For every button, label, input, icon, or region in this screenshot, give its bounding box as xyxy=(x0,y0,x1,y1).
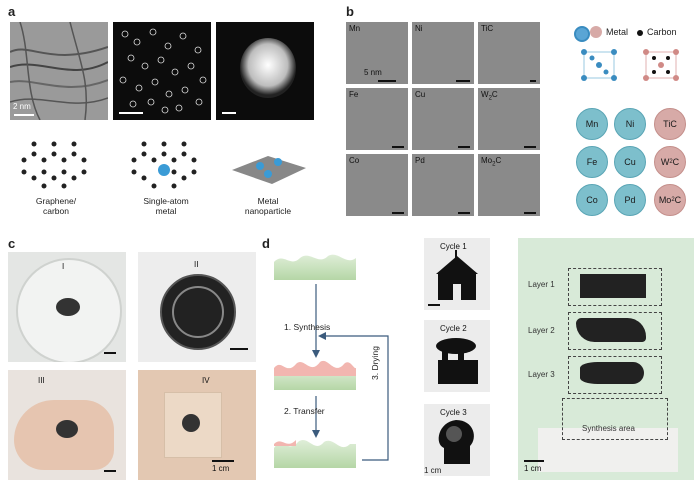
single-atom-schematic xyxy=(131,141,197,189)
graphene-lattice-schematic xyxy=(21,141,87,189)
step-drying: 3. Drying xyxy=(370,345,380,380)
single-atom-circles xyxy=(119,28,207,114)
tem-graphene-image: 2 nm xyxy=(10,22,108,120)
cycle-2-label: Cycle 2 xyxy=(440,324,467,333)
tem-pd: Pd xyxy=(412,154,474,216)
photo-scale: 1 cm xyxy=(524,464,542,473)
tem-co: Co xyxy=(346,154,408,216)
photo-c-ii: II xyxy=(138,252,256,362)
head-brain-icon xyxy=(438,420,474,464)
panel-a-schematics xyxy=(21,141,306,189)
mandala-on-skin-icon xyxy=(182,414,200,432)
photo-c-i: I xyxy=(8,252,126,362)
scale-5nm: 5 nm xyxy=(364,68,382,77)
schoolhouse-icon xyxy=(436,250,478,300)
photo-c-iii: III xyxy=(8,370,126,480)
scale-1cm: 1 cm xyxy=(212,464,230,473)
circle-ni: Ni xyxy=(614,108,646,140)
cycle-scale: 1 cm xyxy=(424,466,442,475)
pencil-pattern-icon xyxy=(580,274,646,298)
label-ii: II xyxy=(194,260,199,269)
circle-tic: TiC xyxy=(654,108,686,140)
layer-2-label: Layer 2 xyxy=(528,326,555,335)
circle-mn: Mn xyxy=(576,108,608,140)
metal-blue-icon xyxy=(574,26,590,42)
layer-1-box xyxy=(568,268,662,306)
circle-pd: Pd xyxy=(614,184,646,216)
nanoparticle-schematic xyxy=(232,156,306,184)
cycle-1-label: Cycle 1 xyxy=(440,242,467,251)
circle-co: Co xyxy=(576,184,608,216)
scale-bar xyxy=(14,114,34,116)
cycle-3-card: Cycle 3 xyxy=(424,404,490,476)
factory-icon xyxy=(436,338,478,384)
haadf-single-atom-image xyxy=(113,22,211,120)
legend-metal: Metal xyxy=(606,27,629,37)
brain-pattern-icon xyxy=(56,298,80,316)
tem-ni: Ni xyxy=(412,22,474,84)
label-iv: IV xyxy=(202,376,210,385)
caption-graphene: Graphene/carbon xyxy=(35,196,77,216)
nanoparticle-blob xyxy=(240,38,296,98)
crystal-metal-icon xyxy=(581,49,617,81)
panel-label-a: a xyxy=(8,4,16,19)
factory-pattern-icon xyxy=(576,318,646,342)
tem-cu: Cu xyxy=(412,88,474,150)
cycle-3-label: Cycle 3 xyxy=(440,408,467,417)
metal-pink-icon xyxy=(590,26,602,38)
transfer-process-diagram xyxy=(274,254,389,468)
layer-2-box xyxy=(568,312,662,350)
tem-tic: TiC xyxy=(478,22,540,84)
panel-label-d: d xyxy=(262,236,270,251)
circle-cu: Cu xyxy=(614,146,646,178)
circle-fe: Fe xyxy=(576,146,608,178)
crystal-carbide-icon xyxy=(643,49,679,81)
label-iii: III xyxy=(38,376,45,385)
photo-c-iv: IV 1 cm xyxy=(138,370,256,480)
scale-bar xyxy=(119,112,143,114)
tem-fe: Fe xyxy=(346,88,408,150)
step-synthesis: 1. Synthesis xyxy=(284,322,331,332)
layer-3-box xyxy=(568,356,662,394)
metal-atom-sphere xyxy=(158,164,170,176)
haadf-nanoparticle-image xyxy=(216,22,314,120)
cycle-1-card: Cycle 1 xyxy=(424,238,490,310)
panel-label-c: c xyxy=(8,236,16,251)
graphene-lattice-texture xyxy=(10,22,108,120)
tem-w2c: W2C xyxy=(478,88,540,150)
head-pattern-icon xyxy=(580,362,644,384)
panel-label-b: b xyxy=(346,4,354,19)
cycle-2-card: Cycle 2 xyxy=(424,320,490,392)
legend-carbon: Carbon xyxy=(647,27,677,37)
synthesis-area-label: Synthesis area xyxy=(582,424,635,433)
label-i: I xyxy=(62,262,65,271)
step-transfer: 2. Transfer xyxy=(284,406,325,416)
scale-2nm: 2 nm xyxy=(13,102,31,111)
tem-mo2c: Mo2C xyxy=(478,154,540,216)
scale-bar xyxy=(222,112,236,114)
brain-on-hand-icon xyxy=(56,420,78,438)
layer-1-label: Layer 1 xyxy=(528,280,555,289)
carbon-dot-icon xyxy=(637,30,643,36)
layer-3-label: Layer 3 xyxy=(528,370,555,379)
layered-tattoo-photo: Layer 1 Layer 2 Layer 3 Synthesis area 1… xyxy=(518,238,694,480)
synthesis-area-box xyxy=(562,398,668,440)
